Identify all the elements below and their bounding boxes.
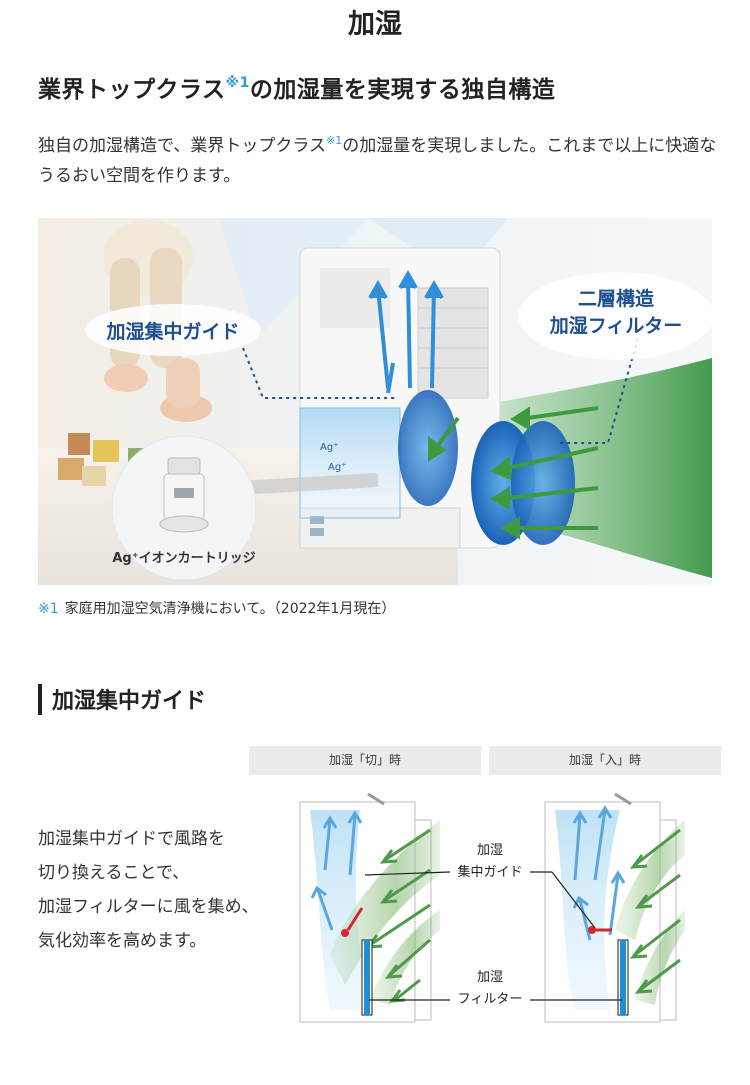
- desc-line-4: 気化効率を高めます。: [38, 931, 207, 951]
- diagram-on: [530, 792, 685, 1023]
- intro-paragraph: 独自の加湿構造で、業界トップクラス※1の加湿量を実現しました。これまで以上に快適…: [38, 126, 728, 191]
- intro-note-mark: ※1: [325, 134, 343, 147]
- water-tank: [299, 407, 401, 519]
- hero-svg: Ag⁺ Ag⁺ 加湿集中ガイド 二層構造 加湿フィ: [38, 218, 714, 585]
- main-heading-text-after: の加湿量を実現する独自構造: [249, 77, 556, 103]
- state-off-label: 加湿「切」時: [249, 746, 481, 775]
- toy-blocks: [58, 433, 146, 486]
- airflow-diagram-svg: [299, 792, 685, 1023]
- hero-label-filter-line1: 二層構造: [578, 287, 655, 310]
- diagram-label-filter: 加湿 フィルター: [450, 967, 530, 1011]
- footnote-text: 家庭用加湿空気清浄機において。（2022年1月現在）: [64, 601, 396, 617]
- ag-ion-label-1: Ag⁺: [320, 442, 338, 453]
- hero-label-guide: 加湿集中ガイド: [105, 320, 239, 343]
- page-title: 加湿: [348, 9, 402, 40]
- section-heading-bar: [38, 684, 42, 715]
- footnote: ※1 家庭用加湿空気清浄機において。（2022年1月現在）: [38, 598, 395, 618]
- diagram-off: [299, 792, 520, 1023]
- airflow-green-arrows: [428, 406, 599, 540]
- airflow-diagram: 加湿 集中ガイド 加湿 フィルター: [290, 780, 730, 1030]
- diagram-label-guide-line2: 集中ガイド: [450, 862, 530, 884]
- diagram-label-filter-line1: 加湿: [476, 970, 503, 985]
- hero-label-cartridge: Ag⁺イオンカートリッジ: [112, 551, 255, 566]
- desc-line-3: 加湿フィルターに風を集め、: [38, 897, 259, 917]
- filter-discs: [398, 390, 575, 545]
- section-description: 加湿集中ガイドで風路を 切り換えることで、 加湿フィルターに風を集め、 気化効率…: [38, 822, 268, 958]
- intro-part2: の加湿量を実現しました。これまで以上に快適なうるおい空間を作ります。: [38, 136, 717, 186]
- diagram-label-guide: 加湿 集中ガイド: [450, 840, 530, 884]
- main-heading: 業界トップクラス※1の加湿量を実現する独自構造: [38, 70, 555, 104]
- diagram-label-filter-line2: フィルター: [450, 989, 530, 1011]
- intro-part1: 独自の加湿構造で、業界トップクラス: [38, 136, 326, 156]
- cartridge-icon: [159, 457, 209, 533]
- main-heading-note-mark: ※1: [225, 75, 250, 91]
- footnote-mark: ※1: [38, 601, 59, 617]
- hero-illustration: Ag⁺ Ag⁺ 加湿集中ガイド 二層構造 加湿フィ: [38, 218, 714, 585]
- ag-ion-label-2: Ag⁺: [328, 462, 346, 473]
- section-heading: 加湿集中ガイド: [52, 689, 207, 714]
- desc-line-2: 切り換えることで、: [38, 863, 190, 883]
- desc-line-1: 加湿集中ガイドで風路を: [38, 829, 225, 849]
- main-heading-text: 業界トップクラス: [38, 77, 226, 103]
- filter-callout-line: [558, 337, 639, 444]
- hero-label-filter-line2: 加湿フィルター: [549, 315, 683, 337]
- airflow-up-arrows: [368, 269, 444, 394]
- diagram-label-guide-line1: 加湿: [476, 843, 503, 858]
- state-on-label: 加湿「入」時: [489, 746, 721, 775]
